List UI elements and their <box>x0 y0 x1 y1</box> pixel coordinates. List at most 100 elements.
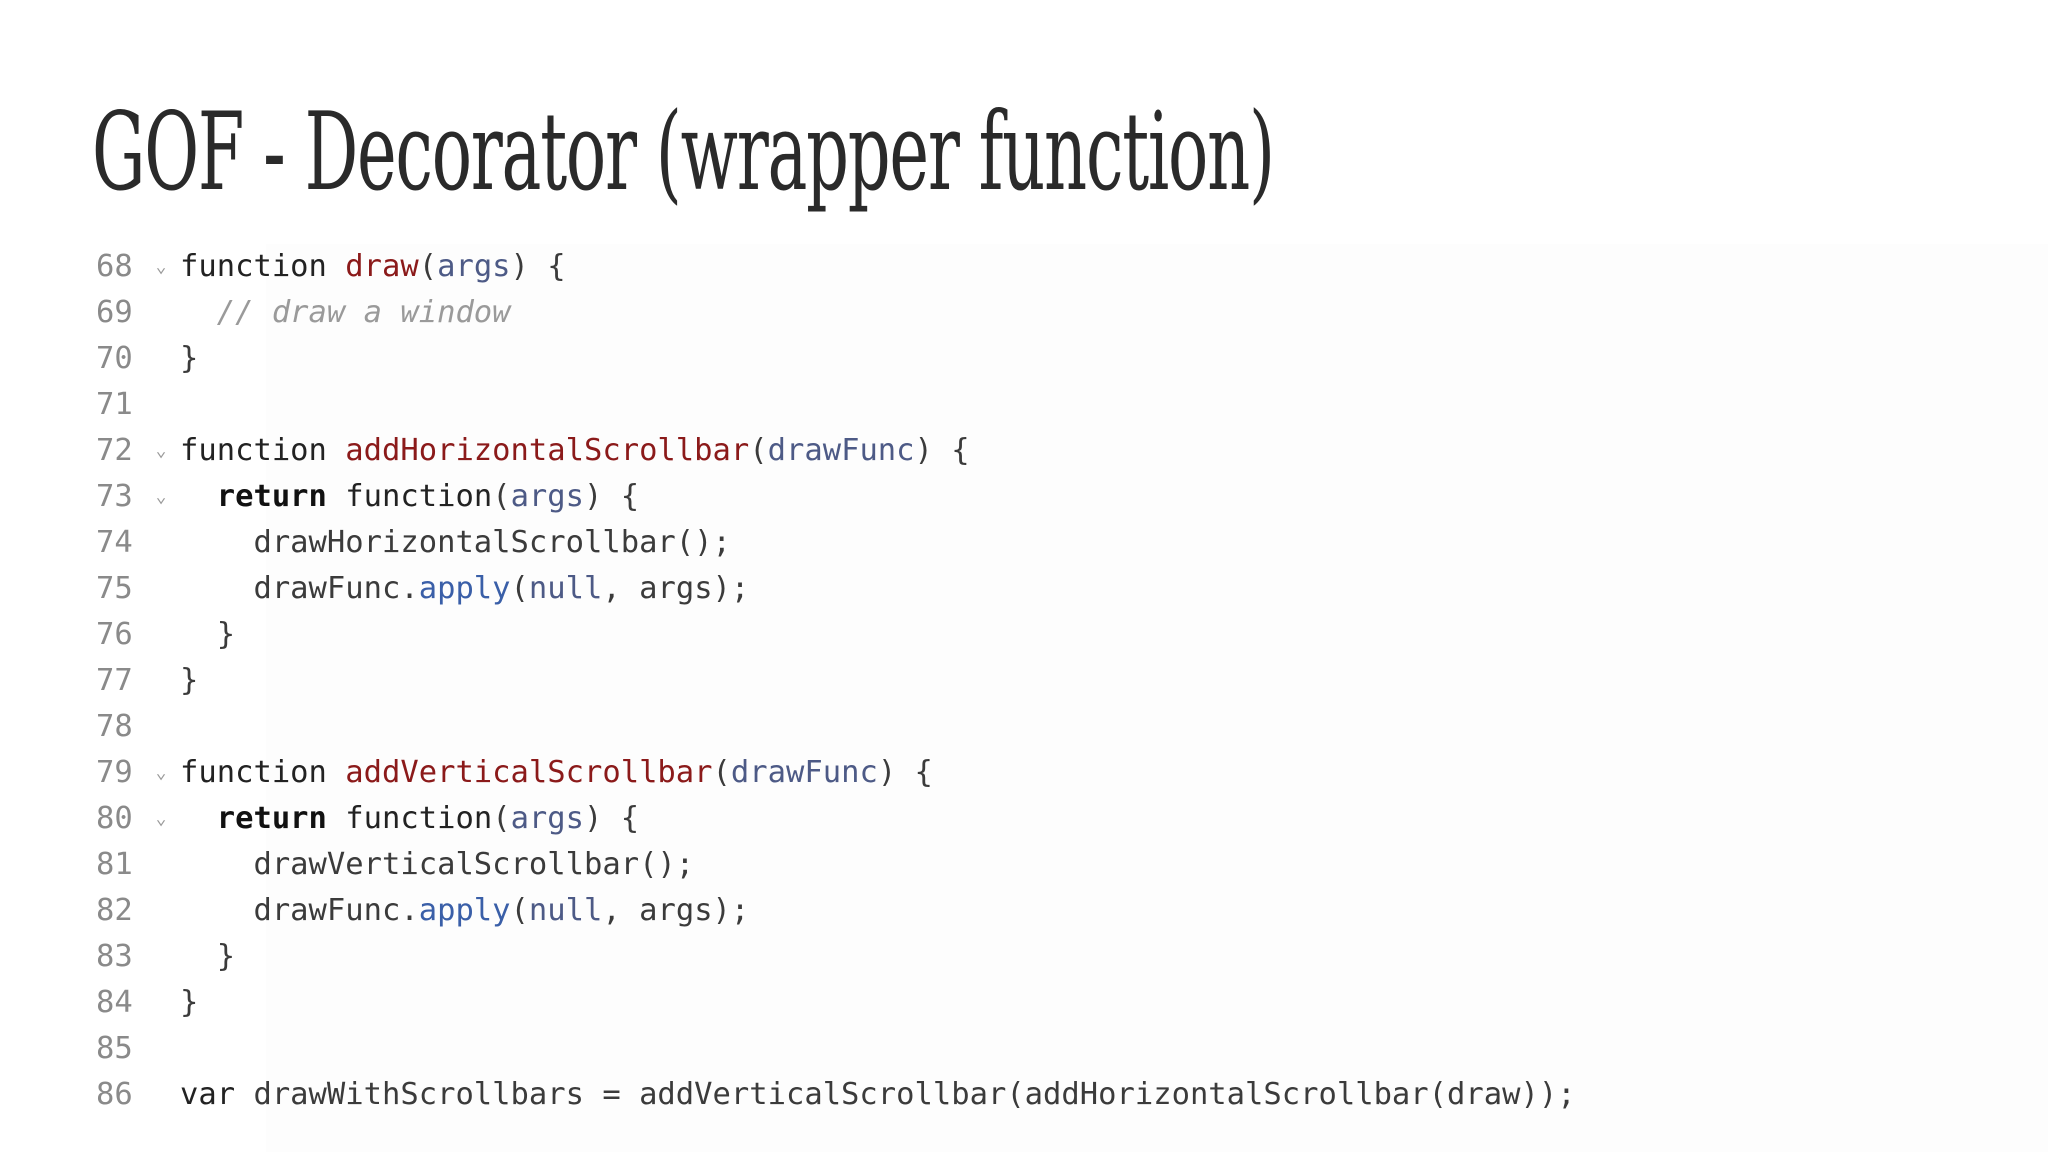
code-token: ) { <box>584 801 640 836</box>
code-line: 75 drawFunc.apply(null, args); <box>90 566 2048 612</box>
code-text: function addHorizontalScrollbar(drawFunc… <box>180 428 970 474</box>
code-token: } <box>180 617 236 652</box>
fold-arrow-icon[interactable]: ⌄ <box>155 762 167 783</box>
slide-title: GOF - Decorator (wrapper function) <box>92 90 1275 215</box>
code-token: args <box>510 801 585 836</box>
line-number: 72 <box>96 433 133 468</box>
code-line: 82 drawFunc.apply(null, args); <box>90 888 2048 934</box>
code-token: ( <box>510 571 529 606</box>
code-token: null <box>528 893 603 928</box>
line-number: 79 <box>96 755 133 790</box>
code-token: ( <box>510 893 529 928</box>
code-text: return function(args) { <box>180 474 639 520</box>
code-token <box>180 479 217 514</box>
code-token: ) { <box>510 249 566 284</box>
line-number: 84 <box>96 985 133 1020</box>
code-line: 73⌄ return function(args) { <box>90 474 2048 520</box>
code-text: } <box>180 658 198 704</box>
code-token: ( <box>712 755 731 790</box>
code-token: function <box>326 479 493 514</box>
fold-arrow-icon[interactable]: ⌄ <box>155 256 167 277</box>
code-token: return <box>216 801 327 836</box>
code-line: 84} <box>90 980 2048 1026</box>
fold-arrow-icon[interactable]: ⌄ <box>155 440 167 461</box>
code-line: 78 <box>90 704 2048 750</box>
code-line: 85 <box>90 1026 2048 1072</box>
code-token: drawFunc <box>730 755 878 790</box>
code-line: 81 drawVerticalScrollbar(); <box>90 842 2048 888</box>
code-token: apply <box>418 893 511 928</box>
code-text: } <box>180 612 235 658</box>
code-line: 77} <box>90 658 2048 704</box>
code-token: // draw a window <box>216 295 511 330</box>
line-number: 76 <box>96 617 133 652</box>
code-token: args <box>437 249 511 284</box>
code-token: function <box>180 433 346 468</box>
code-token: addVerticalScrollbar <box>345 755 713 790</box>
line-number: 85 <box>96 1031 133 1066</box>
code-line: 86 var drawWithScrollbars = addVerticalSc… <box>90 1072 2048 1118</box>
code-text: function draw(args) { <box>180 244 566 290</box>
code-token: args <box>510 479 585 514</box>
code-token: draw <box>345 249 419 284</box>
line-number: 74 <box>96 525 133 560</box>
code-line: 72 ⌄ function addHorizontalScrollbar(drawF… <box>90 428 2048 474</box>
code-token <box>180 295 217 330</box>
code-text: function addVerticalScrollbar(drawFunc) … <box>180 750 933 796</box>
code-token: addHorizontalScrollbar <box>345 433 750 468</box>
code-token: drawHorizontalScrollbar(); <box>180 525 731 560</box>
code-line: 71 <box>90 382 2048 428</box>
code-token: , args); <box>602 571 750 606</box>
code-token: function <box>180 755 346 790</box>
code-text: drawFunc.apply(null, args); <box>180 566 749 612</box>
code-token: drawVerticalScrollbar(); <box>180 847 695 882</box>
code-token: ( <box>418 249 438 284</box>
code-token: , args); <box>602 893 750 928</box>
code-token: drawFunc <box>767 433 915 468</box>
code-text: drawFunc.apply(null, args); <box>180 888 749 934</box>
fold-arrow-icon[interactable]: ⌄ <box>155 486 167 507</box>
code-token: ) { <box>914 433 970 468</box>
fold-arrow-icon[interactable]: ⌄ <box>155 808 167 829</box>
line-number: 81 <box>96 847 133 882</box>
code-token: } <box>180 663 199 698</box>
code-token: drawFunc. <box>180 571 419 606</box>
line-number: 80 <box>96 801 133 836</box>
code-token <box>180 801 217 836</box>
code-line: 68 ⌄ function draw(args) { <box>90 244 2048 290</box>
code-text: // draw a window <box>180 290 511 336</box>
code-line: 79 ⌄ function addVerticalScrollbar(drawFun… <box>90 750 2048 796</box>
line-number: 83 <box>96 939 133 974</box>
line-number: 86 <box>96 1077 133 1112</box>
code-text: drawHorizontalScrollbar(); <box>180 520 731 566</box>
code-line: 70} <box>90 336 2048 382</box>
code-text: } <box>180 336 198 382</box>
code-line: 69 // draw a window <box>90 290 2048 336</box>
line-number: 77 <box>96 663 133 698</box>
code-line: 80 ⌄ return function(args) { <box>90 796 2048 842</box>
code-token: null <box>528 571 603 606</box>
code-token: apply <box>418 571 511 606</box>
code-token: return <box>216 479 327 514</box>
code-line: 76 } <box>90 612 2048 658</box>
line-number: 71 <box>96 387 133 422</box>
code-token: drawWithScrollbars = addVerticalScrollba… <box>253 1077 1576 1112</box>
code-token: } <box>180 939 236 974</box>
code-token: ( <box>749 433 768 468</box>
code-token: ( <box>492 479 511 514</box>
code-block: 68⌄function draw(args) {69 // draw a win… <box>90 244 2048 1152</box>
line-number: 78 <box>96 709 133 744</box>
line-number: 68 <box>96 249 133 284</box>
line-number: 82 <box>96 893 133 928</box>
code-text: return function(args) { <box>180 796 639 842</box>
code-token: drawFunc. <box>180 893 419 928</box>
code-text: var drawWithScrollbars = addVerticalScro… <box>180 1072 1576 1118</box>
code-token: } <box>180 341 199 376</box>
code-token: function <box>326 801 493 836</box>
line-number: 69 <box>96 295 133 330</box>
code-text: } <box>180 980 198 1026</box>
code-token: } <box>180 985 199 1020</box>
code-text: drawVerticalScrollbar(); <box>180 842 694 888</box>
code-token: function <box>180 249 346 284</box>
